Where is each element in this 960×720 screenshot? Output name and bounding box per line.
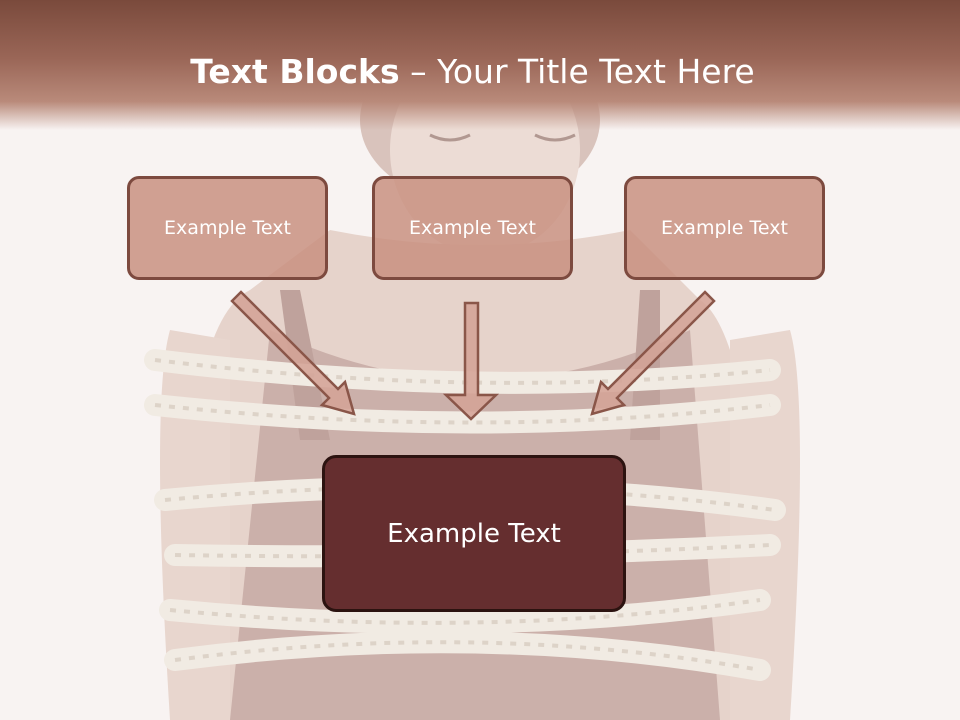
text-block-left[interactable]: Example Text — [127, 176, 328, 280]
slide-title-bold: Text Blocks — [190, 52, 400, 91]
text-block-left-label: Example Text — [164, 217, 291, 239]
text-block-center-label: Example Text — [409, 217, 536, 239]
text-block-right[interactable]: Example Text — [624, 176, 825, 280]
text-block-right-label: Example Text — [661, 217, 788, 239]
slide-title: Text Blocks – Your Title Text Here — [0, 52, 945, 91]
text-block-center[interactable]: Example Text — [372, 176, 573, 280]
text-block-main[interactable]: Example Text — [322, 455, 626, 612]
text-block-main-label: Example Text — [387, 518, 561, 549]
header-band — [0, 0, 960, 130]
slide-title-rest: – Your Title Text Here — [399, 52, 755, 91]
